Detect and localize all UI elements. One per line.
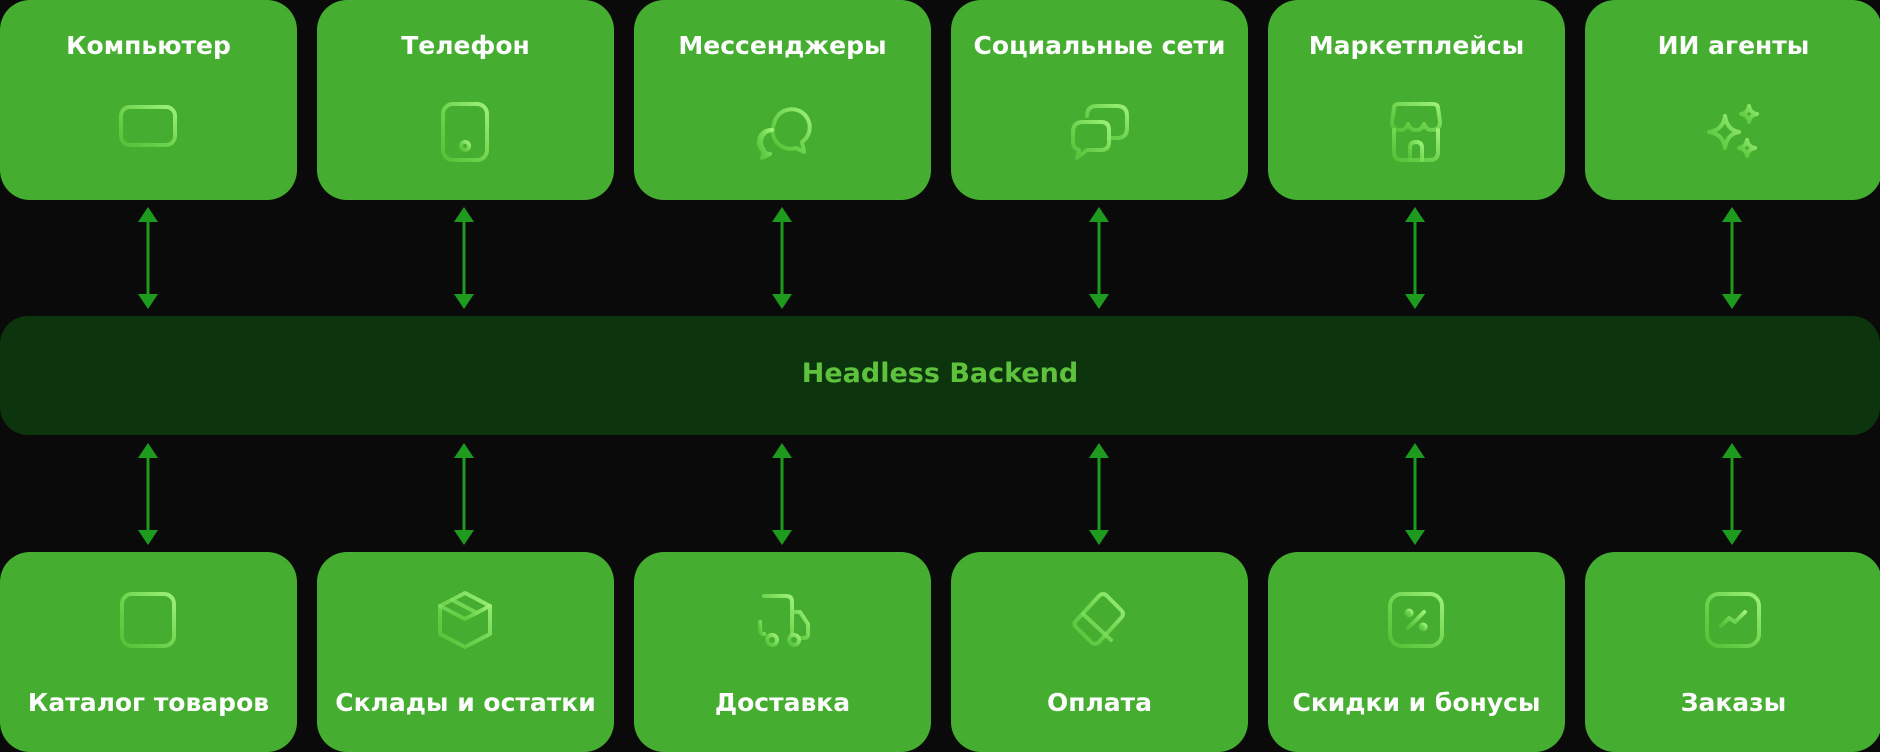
channel-card-social[interactable]: Социальные сети <box>951 0 1248 200</box>
payment-card-icon <box>1069 590 1129 650</box>
channel-card-ai-agents[interactable]: ИИ агенты <box>1585 0 1880 200</box>
discount-icon <box>1386 590 1446 650</box>
phone-icon <box>435 102 495 162</box>
bidirectional-arrow-icon <box>1720 442 1744 546</box>
headless-backend-bar: Headless Backend <box>0 316 1880 435</box>
sparkles-icon <box>1703 102 1763 162</box>
service-label: Скидки и бонусы <box>1292 688 1541 717</box>
service-card-discounts[interactable]: Скидки и бонусы <box>1268 552 1565 752</box>
bidirectional-arrow-icon <box>452 442 476 546</box>
channel-card-messengers[interactable]: Мессенджеры <box>634 0 931 200</box>
bidirectional-arrow-icon <box>136 442 160 546</box>
bidirectional-arrow-icon <box>770 206 794 310</box>
service-label: Каталог товаров <box>27 688 270 717</box>
social-messages-icon <box>1069 102 1129 162</box>
chat-bubbles-icon <box>752 102 812 162</box>
bidirectional-arrow-icon <box>1403 442 1427 546</box>
bidirectional-arrow-icon <box>136 206 160 310</box>
channel-label: Мессенджеры <box>678 31 887 60</box>
trend-chart-icon <box>1703 590 1763 650</box>
upper-connectors <box>0 206 1880 310</box>
service-label: Оплата <box>1046 688 1153 717</box>
service-label: Доставка <box>714 688 851 717</box>
delivery-truck-icon <box>752 590 812 650</box>
service-label: Заказы <box>1680 688 1787 717</box>
monitor-icon <box>118 102 178 162</box>
service-label: Склады и остатки <box>335 688 596 717</box>
backend-label: Headless Backend <box>801 358 1079 389</box>
service-card-payment[interactable]: Оплата <box>951 552 1248 752</box>
channel-card-computer[interactable]: Компьютер <box>0 0 297 200</box>
channel-label: ИИ агенты <box>1657 31 1810 60</box>
service-card-catalog[interactable]: Каталог товаров <box>0 552 297 752</box>
bidirectional-arrow-icon <box>770 442 794 546</box>
bidirectional-arrow-icon <box>1087 206 1111 310</box>
bidirectional-arrow-icon <box>1403 206 1427 310</box>
box-icon <box>435 590 495 650</box>
grid-icon <box>118 590 178 650</box>
channel-label: Телефон <box>401 31 530 60</box>
bidirectional-arrow-icon <box>452 206 476 310</box>
bidirectional-arrow-icon <box>1720 206 1744 310</box>
service-card-orders[interactable]: Заказы <box>1585 552 1880 752</box>
storefront-icon <box>1386 102 1446 162</box>
channel-label: Маркетплейсы <box>1308 31 1525 60</box>
service-card-delivery[interactable]: Доставка <box>634 552 931 752</box>
bidirectional-arrow-icon <box>1087 442 1111 546</box>
channels-row: Компьютер Телефон Мессенджеры <box>0 0 1880 200</box>
service-card-warehouses[interactable]: Склады и остатки <box>317 552 614 752</box>
channel-label: Социальные сети <box>973 31 1226 60</box>
channel-card-marketplaces[interactable]: Маркетплейсы <box>1268 0 1565 200</box>
lower-connectors <box>0 442 1880 546</box>
channel-card-phone[interactable]: Телефон <box>317 0 614 200</box>
channel-label: Компьютер <box>66 31 231 60</box>
services-row: Каталог товаров Склады и остатки <box>0 552 1880 752</box>
